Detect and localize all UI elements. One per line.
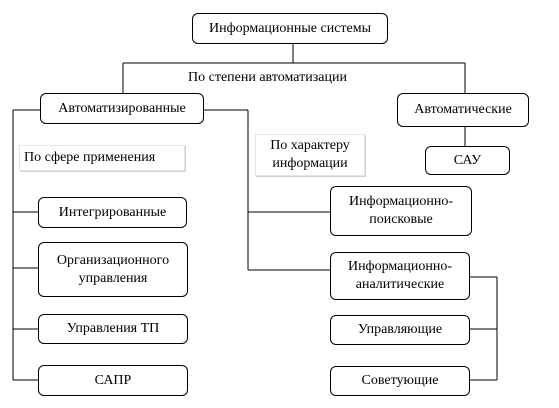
node-info-analytic: Информационно-аналитические (330, 252, 470, 300)
label-by-application: По сфере применения (19, 145, 185, 171)
node-automatic: Автоматические (397, 93, 529, 127)
node-sapr: САПР (38, 365, 188, 396)
label-by-automation: По степени автоматизации (188, 69, 388, 87)
node-tp-management: Управления ТП (38, 314, 188, 344)
node-info-search: Информационно-поисковые (330, 186, 472, 236)
node-integrated: Интегрированные (38, 197, 187, 228)
node-sau: САУ (425, 146, 510, 175)
node-advising: Советующие (330, 366, 470, 396)
label-by-information: По характеру информации (255, 134, 365, 176)
node-controlling: Управляющие (330, 315, 470, 345)
node-org-management: Организационного управления (38, 242, 188, 297)
root-node: Информационные системы (192, 13, 388, 44)
node-automated: Автоматизированные (40, 93, 204, 124)
